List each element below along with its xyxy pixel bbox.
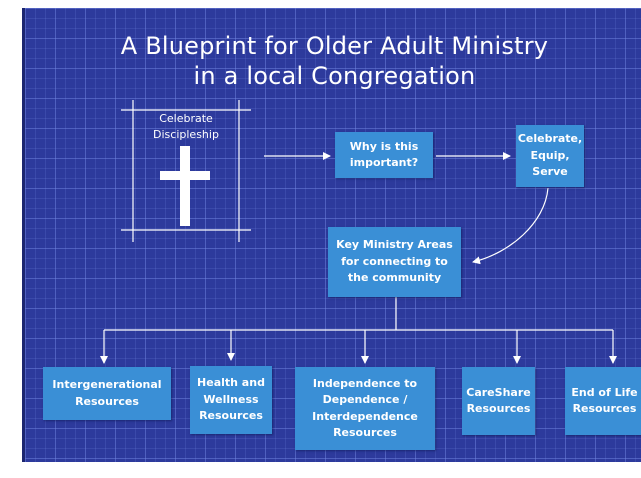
- cross-frame: [121, 100, 251, 242]
- health-wellness-box: Health and Wellness Resources: [190, 366, 272, 434]
- title-line-2: in a local Congregation: [193, 62, 476, 90]
- title-line-1: A Blueprint for Older Adult Ministry: [120, 32, 549, 60]
- cross-icon: [160, 146, 210, 226]
- celebrate-discipleship-label: Celebrate Discipleship: [153, 112, 219, 141]
- end-of-life-box: End of Life Resources: [565, 367, 641, 435]
- connectors: [100, 100, 617, 364]
- independence-box: Independence to Dependence / Interdepend…: [295, 367, 435, 450]
- blueprint-canvas: A Blueprint for Older Adult Ministry in …: [22, 8, 641, 462]
- celebrate-equip-serve-box: Celebrate, Equip, Serve: [516, 125, 584, 187]
- careshare-box: CareShare Resources: [462, 367, 535, 435]
- key-ministry-areas-box: Key Ministry Areas for connecting to the…: [328, 227, 461, 297]
- arrow-to-key-areas: [472, 187, 549, 265]
- why-important-box: Why is this important?: [335, 132, 433, 178]
- intergenerational-box: Intergenerational Resources: [43, 367, 171, 420]
